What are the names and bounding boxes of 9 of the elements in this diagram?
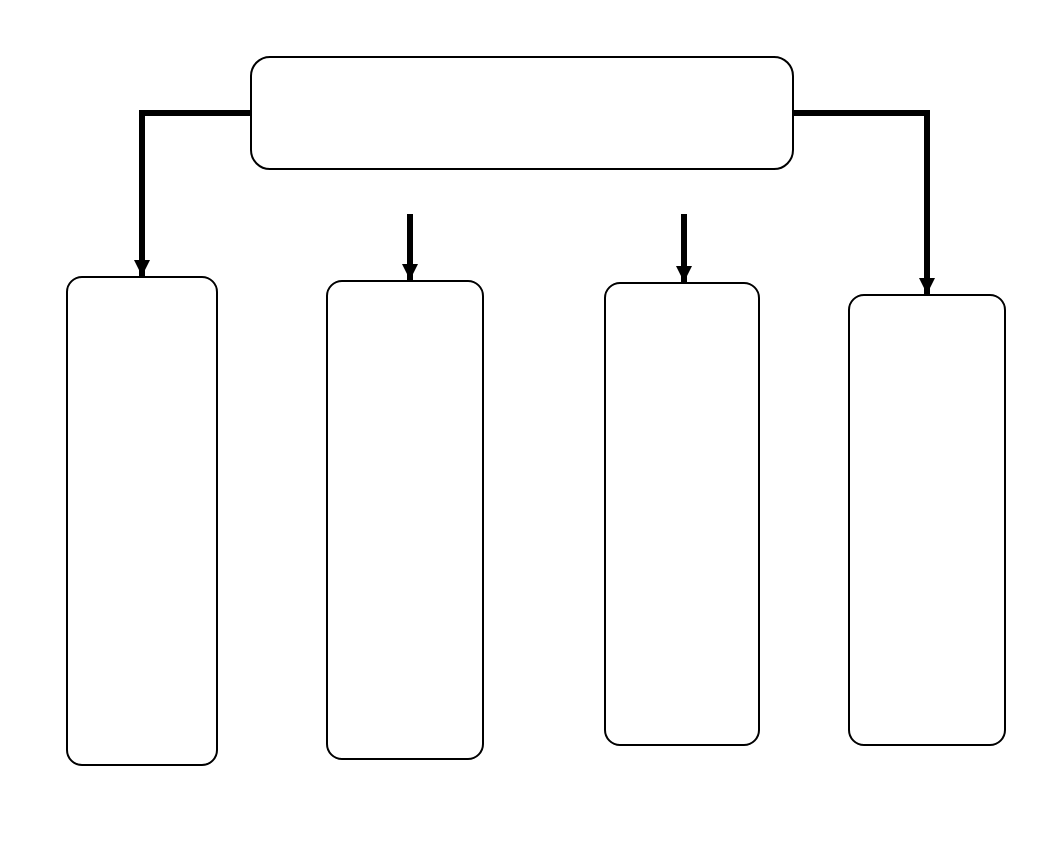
empty-box xyxy=(604,282,760,746)
empty-box xyxy=(250,56,794,170)
arrow xyxy=(402,214,418,280)
arrow xyxy=(794,110,935,294)
empty-box xyxy=(848,294,1006,746)
arrow xyxy=(676,214,692,282)
arrow xyxy=(134,110,250,276)
empty-box xyxy=(326,280,484,760)
empty-box xyxy=(66,276,218,766)
